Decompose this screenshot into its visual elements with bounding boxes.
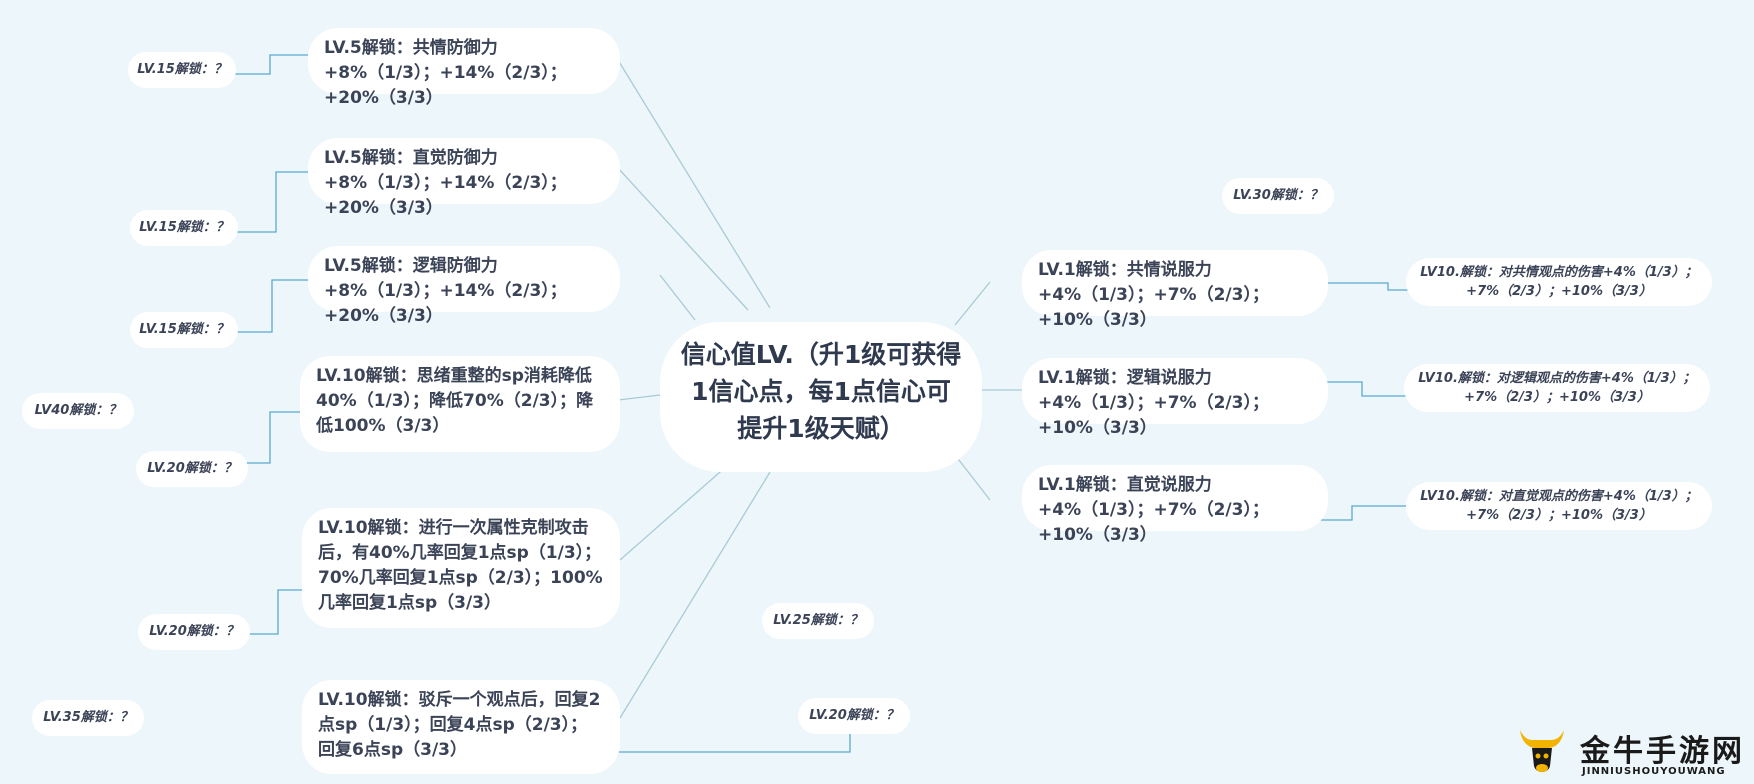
right-child-3[interactable]: LV10.解锁：对直觉观点的伤害+4%（1/3）；+7%（2/3）；+10%（3…: [1406, 482, 1712, 530]
floating-lv35[interactable]: LV.35解锁：？: [32, 700, 144, 736]
right-child-1[interactable]: LV10.解锁：对共情观点的伤害+4%（1/3）；+7%（2/3）；+10%（3…: [1406, 258, 1712, 306]
link-child-left-1: [228, 54, 308, 75]
watermark-sub: JINNIUSHOUYOUWANG: [1582, 766, 1726, 777]
left-child-1[interactable]: LV.15解锁：？: [128, 52, 236, 88]
link-child-right-3: [1318, 505, 1412, 521]
link-right-3: [954, 454, 991, 501]
main-links: [617, 59, 1022, 719]
link-child-left-2: [230, 171, 308, 233]
right-node-1[interactable]: LV.1解锁：共情说服力+4%（1/3）；+7%（2/3）；+10%（3/3）: [1022, 250, 1328, 330]
left-node-6[interactable]: LV.10解锁：驳斥一个观点后，回复2点sp（1/3）；回复4点sp（2/3）；…: [302, 680, 620, 774]
left-child-5[interactable]: LV.20解锁：？: [138, 614, 250, 650]
left-node-1[interactable]: LV.5解锁：共情防御力+8%（1/3）；+14%（2/3）；+20%（3/3）: [308, 28, 620, 108]
link-right-1: [954, 281, 991, 326]
left-node-3[interactable]: LV.5解锁：逻辑防御力+8%（1/3）；+14%（2/3）；+20%（3/3）: [308, 246, 620, 326]
watermark-name: 金牛手游网: [1580, 734, 1745, 769]
link-child-left-4: [240, 411, 300, 464]
floating-lv30[interactable]: LV.30解锁：？: [1222, 178, 1334, 214]
left-child-3[interactable]: LV.15解锁：？: [130, 312, 238, 348]
link-left-4: [617, 394, 661, 401]
link-child-left-6: [615, 728, 851, 753]
link-left-2: [617, 167, 749, 311]
bull-logo-icon: [1520, 730, 1564, 772]
link-left-1: [617, 59, 771, 309]
left-node-5[interactable]: LV.10解锁：进行一次属性克制攻击后，有40%几率回复1点sp（1/3）；70…: [302, 508, 620, 628]
link-child-left-3: [230, 279, 308, 333]
link-left-5: [619, 464, 729, 561]
right-child-2[interactable]: LV10.解锁：对逻辑观点的伤害+4%（1/3）；+7%（2/3）；+10%（3…: [1404, 364, 1710, 412]
floating-lv25[interactable]: LV.25解锁：？: [762, 603, 874, 639]
child-links: [228, 54, 1412, 753]
link-left-6: [619, 471, 771, 719]
link-child-right-2: [1324, 381, 1410, 397]
center-node[interactable]: 信心值LV.（升1级可获得1信心点，每1点信心可提升1级天赋）: [660, 322, 982, 472]
link-child-right-1: [1328, 282, 1412, 291]
left-child-4[interactable]: LV.20解锁：？: [136, 451, 248, 487]
left-node-4[interactable]: LV.10解锁：思绪重整的sp消耗降低40%（1/3）；降低70%（2/3）；降…: [300, 356, 620, 452]
left-node-2[interactable]: LV.5解锁：直觉防御力+8%（1/3）；+14%（2/3）；+20%（3/3）: [308, 138, 620, 218]
floating-lv40[interactable]: LV40解锁：？: [22, 393, 134, 429]
right-node-3[interactable]: LV.1解锁：直觉说服力+4%（1/3）；+7%（2/3）；+10%（3/3）: [1022, 465, 1328, 545]
right-node-2[interactable]: LV.1解锁：逻辑说服力+4%（1/3）；+7%（2/3）；+10%（3/3）: [1022, 358, 1328, 438]
left-child-2[interactable]: LV.15解锁：？: [130, 210, 238, 246]
link-left-3: [659, 274, 696, 321]
link-child-left-5: [245, 589, 302, 635]
left-child-6[interactable]: LV.20解锁：？: [798, 698, 910, 734]
